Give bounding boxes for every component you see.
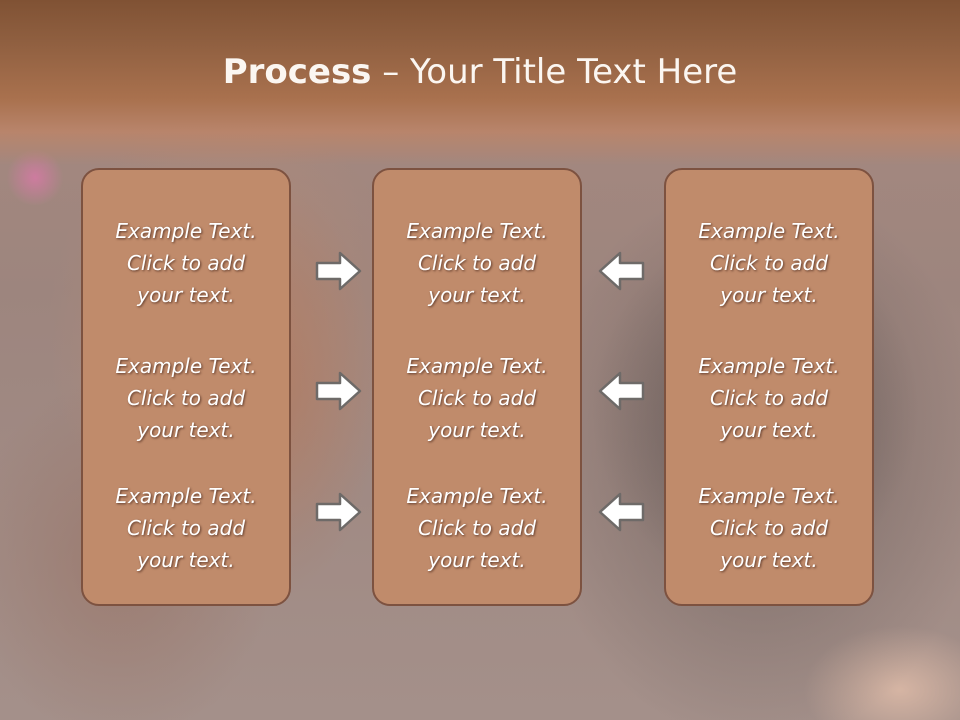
text-line: Click to add [126, 516, 246, 540]
text-placeholder[interactable]: Example Text. Click to add your text. [666, 215, 872, 311]
title-bold: Process [222, 52, 372, 92]
process-card-3[interactable]: Example Text. Click to add your text. Ex… [664, 168, 874, 606]
text-line: Click to add [126, 251, 246, 275]
text-line: Example Text. [698, 354, 840, 378]
arrow-left-icon [596, 490, 646, 534]
arrow-right-icon [314, 369, 364, 413]
text-line: your text. [428, 283, 526, 307]
slide-title[interactable]: Process – Your Title Text Here [0, 52, 960, 92]
text-placeholder[interactable]: Example Text. Click to add your text. [666, 480, 872, 576]
text-placeholder[interactable]: Example Text. Click to add your text. [83, 215, 289, 311]
text-placeholder[interactable]: Example Text. Click to add your text. [83, 480, 289, 576]
text-line: Click to add [709, 251, 829, 275]
text-line: your text. [720, 548, 818, 572]
title-bar [0, 0, 960, 165]
text-line: Click to add [709, 516, 829, 540]
text-line: your text. [428, 418, 526, 442]
text-placeholder[interactable]: Example Text. Click to add your text. [374, 350, 580, 446]
text-line: Example Text. [115, 219, 257, 243]
text-line: Example Text. [698, 484, 840, 508]
text-placeholder[interactable]: Example Text. Click to add your text. [374, 215, 580, 311]
text-line: your text. [428, 548, 526, 572]
text-line: your text. [137, 283, 235, 307]
process-card-1[interactable]: Example Text. Click to add your text. Ex… [81, 168, 291, 606]
text-line: your text. [137, 548, 235, 572]
text-line: Example Text. [115, 354, 257, 378]
text-line: your text. [720, 418, 818, 442]
text-placeholder[interactable]: Example Text. Click to add your text. [374, 480, 580, 576]
arrow-right-icon [314, 490, 364, 534]
text-placeholder[interactable]: Example Text. Click to add your text. [83, 350, 289, 446]
text-line: Example Text. [115, 484, 257, 508]
text-placeholder[interactable]: Example Text. Click to add your text. [666, 350, 872, 446]
process-card-2[interactable]: Example Text. Click to add your text. Ex… [372, 168, 582, 606]
arrow-left-icon [596, 369, 646, 413]
text-line: Click to add [709, 386, 829, 410]
arrow-left-icon [596, 249, 646, 293]
text-line: Click to add [126, 386, 246, 410]
text-line: Click to add [417, 251, 537, 275]
title-rest: – Your Title Text Here [371, 52, 738, 92]
arrow-right-icon [314, 249, 364, 293]
text-line: your text. [720, 283, 818, 307]
text-line: Example Text. [406, 354, 548, 378]
text-line: Click to add [417, 516, 537, 540]
text-line: Example Text. [406, 484, 548, 508]
text-line: Example Text. [698, 219, 840, 243]
text-line: your text. [137, 418, 235, 442]
text-line: Example Text. [406, 219, 548, 243]
text-line: Click to add [417, 386, 537, 410]
